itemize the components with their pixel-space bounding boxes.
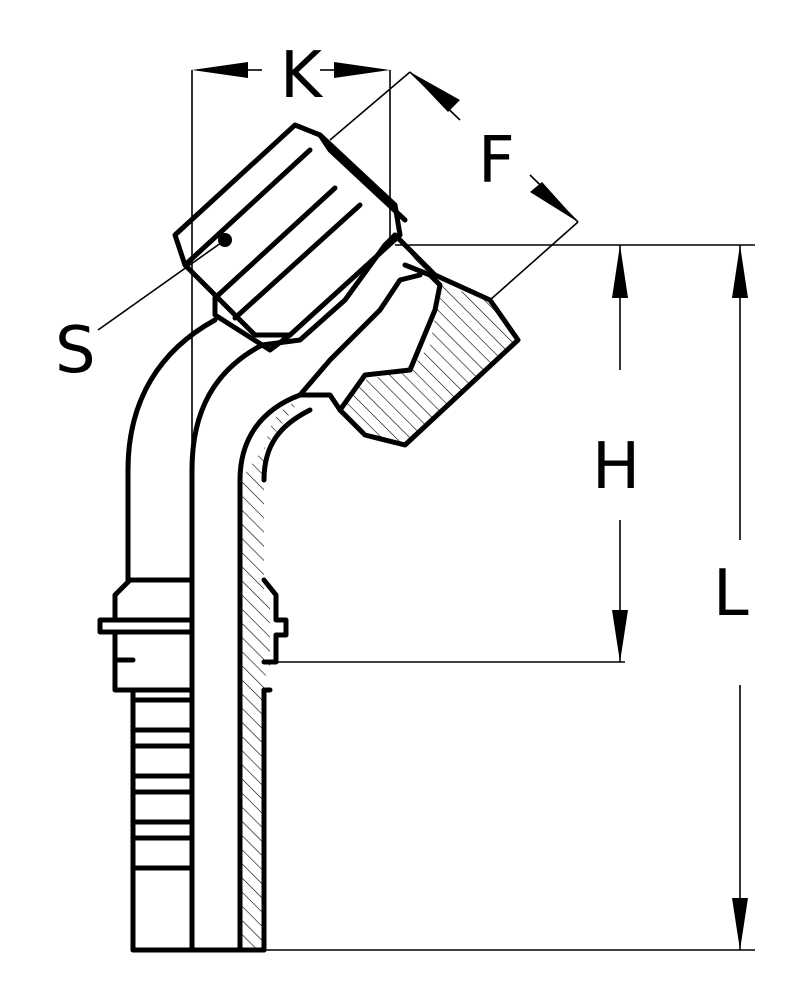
dimension-f: F [329, 71, 579, 301]
tail-section-hatch [240, 400, 300, 950]
dimension-k: K [191, 39, 391, 580]
elbow-bend [125, 317, 343, 583]
label-f: F [478, 124, 515, 198]
dimension-l: L [264, 245, 755, 951]
collar [97, 577, 289, 693]
nut-section [259, 232, 521, 448]
dimension-h: H [270, 244, 755, 663]
dimension-s: S [55, 239, 226, 388]
label-l: L [713, 557, 749, 631]
label-h: H [592, 430, 640, 504]
label-k: K [280, 39, 324, 113]
label-s: S [55, 314, 96, 388]
